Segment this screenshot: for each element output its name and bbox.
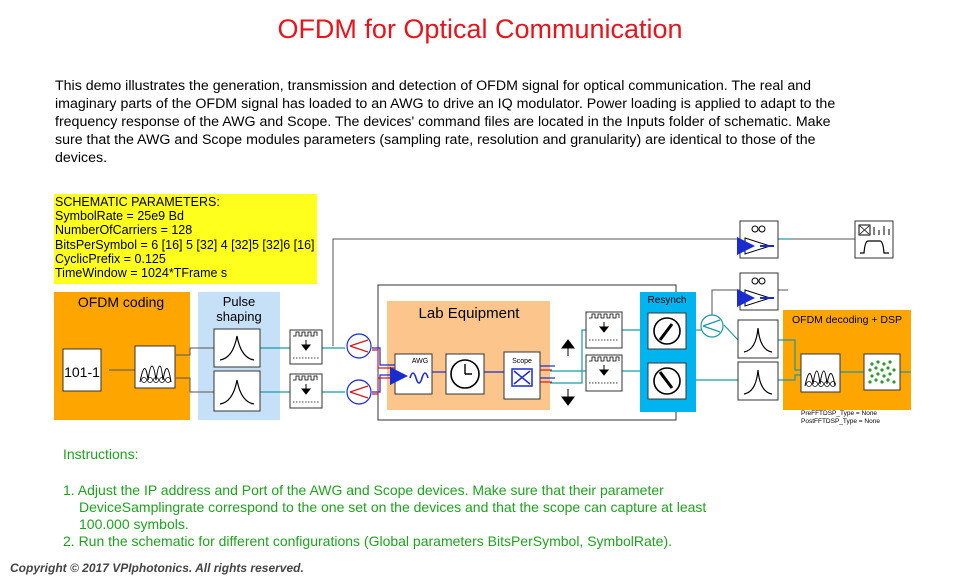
resynch-label: Resynch (648, 295, 687, 306)
pulse-shaping-label-2: shaping (216, 309, 262, 324)
instruction-1-line-1: 1. Adjust the IP address and Port of the… (63, 482, 664, 498)
lab-equipment-label: Lab Equipment (419, 305, 521, 322)
pulse-shaping-label-1: Pulse (223, 294, 256, 309)
down-arrow-icon (561, 389, 575, 406)
resampler-upper[interactable] (585, 311, 623, 349)
bit-source-module[interactable]: 101-1 (62, 348, 102, 392)
param-bits-per-symbol: BitsPerSymbol = 6 [16] 5 [32] 4 [32]5 [3… (55, 237, 315, 252)
amplifier-upper[interactable] (737, 220, 779, 259)
instruction-1-line-3: 100.000 symbols. (79, 516, 189, 532)
instruction-1-line-2: DeviceSamplingrate correspond to the one… (79, 499, 707, 515)
receive-filter-lower[interactable] (737, 361, 779, 401)
clock-module[interactable] (445, 353, 485, 395)
signal-analyzer-module[interactable] (854, 220, 894, 259)
scope-label: Scope (512, 358, 532, 365)
decoder-parameters: PreFFTDSP_Type = None PostFFTDSP_Type = … (801, 410, 880, 426)
param-time-window: TimeWindow = 1024*TFrame s (55, 266, 228, 281)
resampler-lower[interactable] (585, 354, 623, 392)
bit-source-label: 101-1 (64, 364, 100, 380)
constellation-module[interactable] (863, 353, 901, 391)
amplifier-lower[interactable] (737, 272, 779, 311)
instruction-2: 2. Run the schematic for different confi… (63, 533, 673, 549)
schematic-parameters-box[interactable]: SCHEMATIC PARAMETERS: SymbolRate = 25e9 … (54, 194, 317, 284)
up-arrow-icon (561, 339, 575, 356)
pre-fft-dsp-type: PreFFTDSP_Type = None (801, 410, 878, 417)
page-title: OFDM for Optical Communication (277, 14, 683, 44)
sampler-lower[interactable] (289, 373, 323, 409)
param-number-of-carriers: NumberOfCarriers = 128 (55, 223, 193, 238)
ofdm-decoder-module[interactable] (800, 353, 841, 393)
receive-filter-upper[interactable] (737, 319, 779, 359)
instructions-list: 1. Adjust the IP address and Port of the… (63, 482, 783, 550)
sampler-upper[interactable] (289, 329, 323, 365)
pulse-shaper-lower[interactable] (213, 370, 261, 412)
scope-module[interactable]: Scope (503, 351, 541, 400)
parameters-header: SCHEMATIC PARAMETERS: (55, 195, 220, 209)
ofdm-coder-module[interactable] (134, 345, 176, 389)
post-fft-dsp-type: PostFFTDSP_Type = None (801, 418, 880, 425)
pulse-shaper-upper[interactable] (213, 328, 261, 368)
splitter-resynch[interactable] (700, 314, 724, 338)
param-cyclic-prefix: CyclicPrefix = 0.125 (55, 251, 166, 266)
awg-module[interactable]: AWG (390, 353, 433, 395)
resynch-switch-lower[interactable] (647, 362, 687, 400)
resynch-switch-upper[interactable] (647, 312, 687, 350)
ofdm-decoding-label: OFDM decoding + DSP (792, 314, 902, 326)
awg-label: AWG (412, 358, 428, 365)
splitter-upper[interactable] (346, 333, 372, 359)
ofdm-coding-label: OFDM coding (78, 294, 164, 310)
instructions-header: Instructions: (63, 446, 139, 462)
description-text: This demo illustrates the generation, tr… (55, 78, 836, 166)
param-symbol-rate: SymbolRate = 25e9 Bd (55, 209, 184, 224)
copyright-notice: Copyright © 2017 VPIphotonics. All right… (10, 561, 304, 575)
splitter-lower[interactable] (346, 379, 372, 405)
